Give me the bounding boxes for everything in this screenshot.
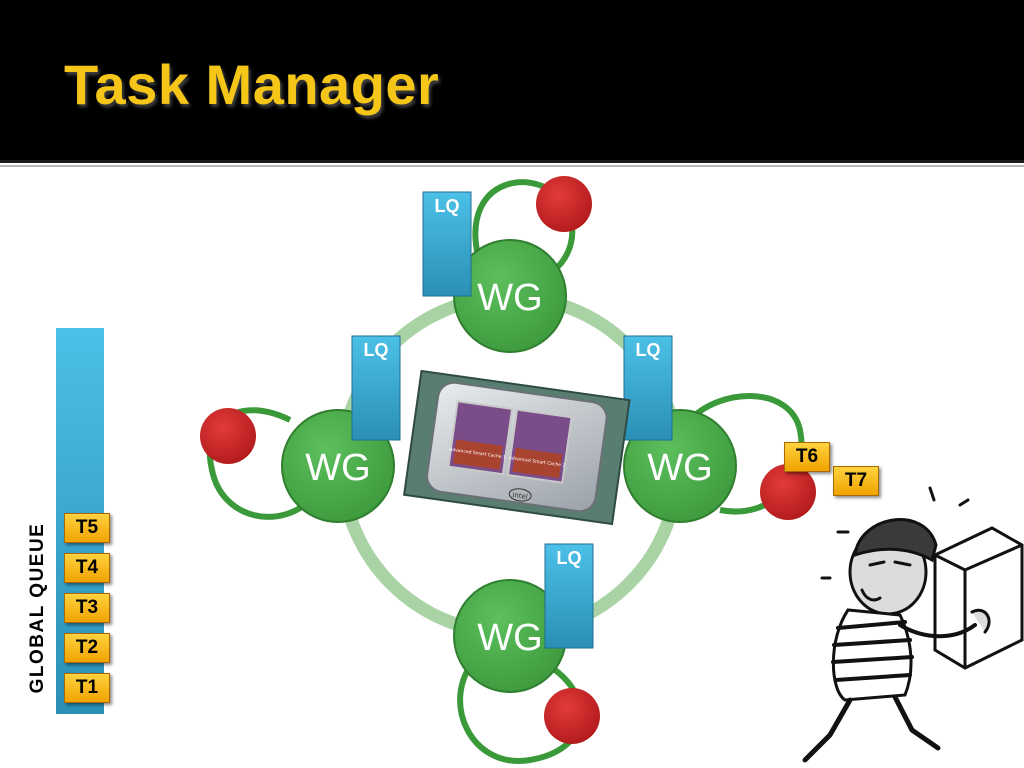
- thief-hand: [970, 608, 991, 634]
- global-task-t1: T1: [64, 673, 110, 703]
- thief-leg-left: [802, 697, 853, 763]
- local-queue-bottom: [544, 543, 594, 649]
- shirt-stripes: [831, 620, 914, 682]
- cpu-cache-right: [512, 447, 563, 479]
- global-task-t2: T2: [64, 633, 110, 663]
- stolen-box: [933, 526, 1024, 670]
- worker-group-right-label: WG: [647, 447, 712, 489]
- local-queue-right-label: LQ: [636, 340, 661, 360]
- local-queue-top: [422, 191, 472, 297]
- local-queue-top-label: LQ: [435, 196, 460, 216]
- running-task-left: [200, 408, 256, 464]
- running-task-top: [536, 176, 592, 232]
- local-queue-left: [351, 335, 401, 441]
- header-divider-light: [0, 165, 1024, 167]
- stolen-task-t7: T7: [833, 466, 879, 496]
- thief-leg-right: [892, 694, 941, 751]
- local-queue-left-label: LQ: [364, 340, 389, 360]
- running-task-bottom: [544, 688, 600, 744]
- global-task-t4: T4: [64, 553, 110, 583]
- worker-group-bottom-label: WG: [477, 617, 542, 659]
- thief-beanie: [853, 518, 938, 563]
- thief-mouth: [860, 588, 882, 602]
- slide-title: Task Manager: [64, 53, 440, 116]
- stolen-task-t6: T6: [784, 442, 830, 472]
- thief-eye-left: [868, 560, 886, 567]
- thief-eye-right: [893, 560, 912, 567]
- intel-logo-text: intel: [512, 491, 528, 501]
- thief-illustration: [802, 486, 1024, 763]
- intel-logo: [508, 488, 532, 502]
- thief-arm: [898, 623, 977, 639]
- local-queue-right: [623, 335, 673, 441]
- stolen-box-top: [933, 543, 1024, 572]
- local-queue-bottom-label: LQ: [557, 548, 582, 568]
- global-task-t5: T5: [64, 513, 110, 543]
- left-loop: [207, 407, 313, 520]
- global-task-t3: T3: [64, 593, 110, 623]
- worker-group-left-label: WG: [305, 447, 370, 489]
- header-divider: [0, 160, 1024, 163]
- running-task-right: [760, 464, 816, 520]
- global-queue-label: GLOBAL QUEUE: [27, 522, 48, 694]
- cpu-chip: Advanced Smart Cache 1 Advanced Smart Ca…: [402, 369, 631, 526]
- slide-header: [0, 0, 1024, 160]
- worker-group-top-label: WG: [477, 277, 542, 319]
- cpu-cache-left: [452, 439, 503, 470]
- right-loop: [687, 393, 805, 515]
- motion-marks: [820, 486, 970, 580]
